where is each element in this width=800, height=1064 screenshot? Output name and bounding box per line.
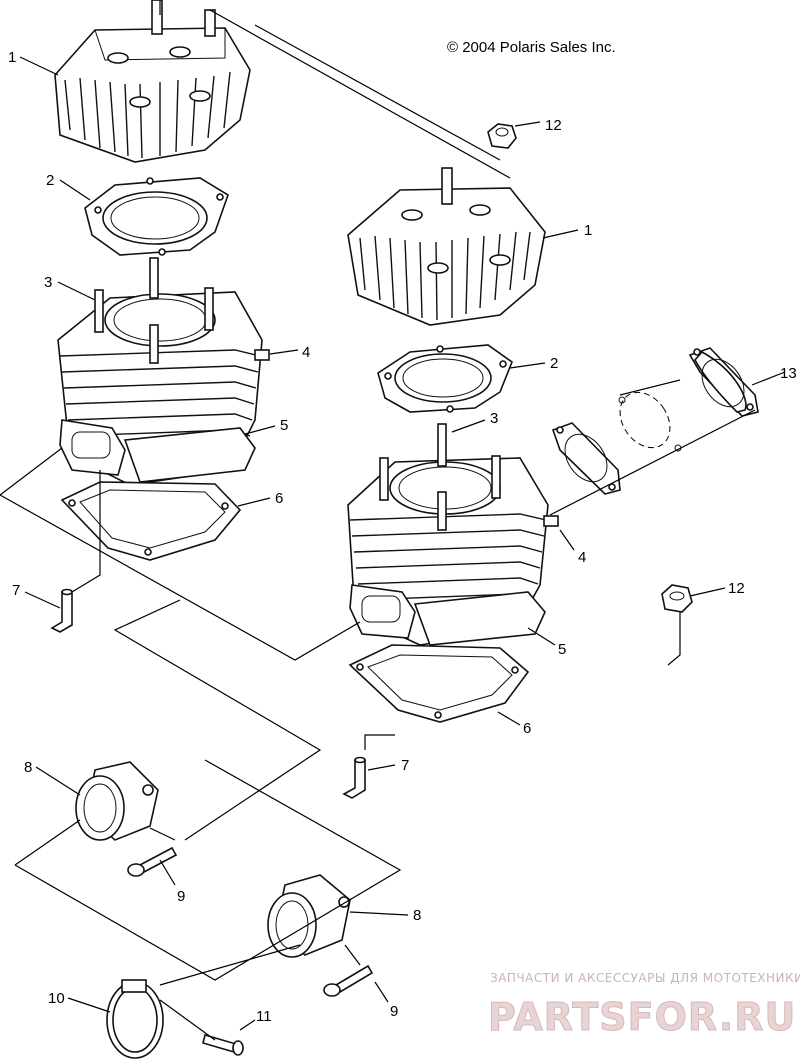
fitting-right [342, 756, 366, 799]
callout-8a: 8 [24, 759, 32, 776]
reference-lines [0, 0, 756, 1041]
callout-9a: 9 [177, 888, 185, 905]
callout-6a: 6 [275, 490, 283, 507]
cylinder-right [347, 423, 559, 646]
head-gasket-right [377, 344, 513, 413]
callout-leaders [19, 56, 786, 1031]
callout-13: 13 [780, 365, 797, 382]
bolt-left [127, 846, 178, 877]
intake-boot-right [267, 874, 351, 958]
callout-7a: 7 [12, 582, 20, 599]
watermark-tagline: ЗАПЧАСТИ И АКСЕССУАРЫ ДЛЯ МОТОТЕХНИКИ [490, 971, 800, 985]
callout-6b: 6 [523, 720, 531, 737]
callout-12a: 12 [545, 117, 562, 134]
head-gasket-left [84, 177, 229, 256]
cylinder-left [57, 257, 270, 486]
callout-1b: 1 [584, 222, 592, 239]
exhaust-gasket-middle [618, 391, 682, 452]
callout-7b: 7 [401, 757, 409, 774]
nut-top [487, 123, 517, 149]
callout-3a: 3 [44, 274, 52, 291]
clamp [106, 979, 164, 1059]
exhaust-gasket-inner [551, 422, 621, 495]
callout-5b: 5 [558, 641, 566, 658]
base-gasket-left [60, 481, 242, 561]
watermark-logo: PARTSFOR.RU [488, 995, 796, 1039]
intake-boot-left [75, 761, 159, 841]
base-gasket-right [348, 644, 530, 723]
callout-2a: 2 [46, 172, 54, 189]
callout-4b: 4 [578, 549, 586, 566]
nut-right [661, 584, 693, 613]
cylinder-head-right [347, 167, 546, 326]
callout-2b: 2 [550, 355, 558, 372]
callout-5a: 5 [280, 417, 288, 434]
callout-10: 10 [48, 990, 65, 1007]
cylinder-head-left [54, 0, 251, 163]
screw [202, 1034, 244, 1056]
callout-labels: 1 1 2 2 3 3 4 4 5 5 6 6 7 7 8 8 9 9 10 1… [8, 49, 797, 1025]
fitting-left [50, 588, 73, 633]
callout-3b: 3 [490, 410, 498, 427]
exhaust-gasket-outer [688, 347, 759, 417]
callout-8b: 8 [413, 907, 421, 924]
callout-4a: 4 [302, 344, 310, 361]
copyright-text: © 2004 Polaris Sales Inc. [447, 39, 616, 56]
watermark: ЗАПЧАСТИ И АКСЕССУАРЫ ДЛЯ МОТОТЕХНИКИ PA… [488, 971, 800, 1040]
callout-9b: 9 [390, 1003, 398, 1020]
callout-1a: 1 [8, 49, 16, 66]
callout-12b: 12 [728, 580, 745, 597]
bolt-right [323, 964, 374, 997]
callout-11: 11 [256, 1008, 272, 1025]
